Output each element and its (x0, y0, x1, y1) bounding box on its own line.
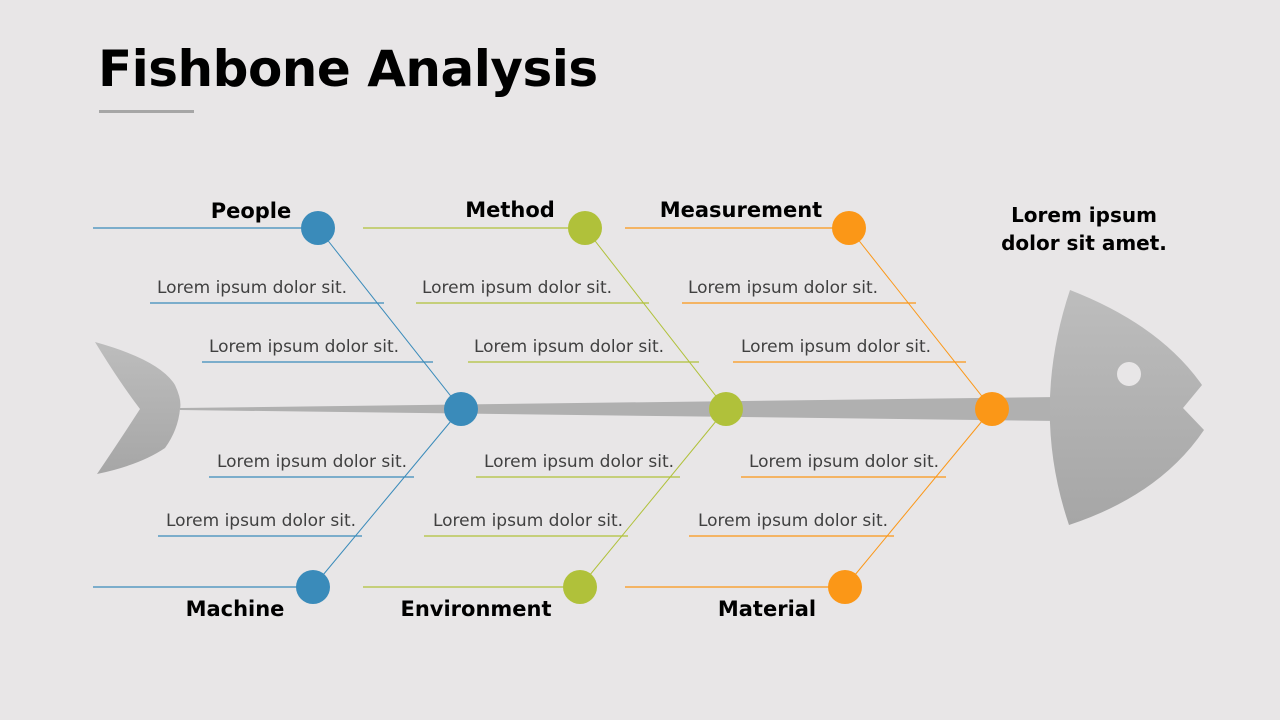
measurement-label: Measurement (660, 198, 822, 222)
environment-label: Environment (400, 597, 551, 621)
measurement-item-1: Lorem ipsum dolor sit. (688, 278, 878, 298)
measurement-node[interactable] (832, 211, 866, 245)
method-node[interactable] (568, 211, 602, 245)
fish-head (1049, 290, 1204, 525)
material-item-1: Lorem ipsum dolor sit. (749, 452, 939, 472)
fish-tail (95, 342, 181, 474)
category-method: Method Lorem ipsum dolor sit. Lorem ipsu… (363, 198, 727, 410)
environment-item-2: Lorem ipsum dolor sit. (433, 511, 623, 531)
material-label: Material (718, 597, 816, 621)
people-item-1: Lorem ipsum dolor sit. (157, 278, 347, 298)
fish-spine (180, 397, 1060, 421)
material-node[interactable] (828, 570, 862, 604)
method-item-1: Lorem ipsum dolor sit. (422, 278, 612, 298)
category-measurement: Measurement Lorem ipsum dolor sit. Lorem… (625, 198, 993, 410)
page-title: Fishbone Analysis (98, 40, 598, 98)
environment-item-1: Lorem ipsum dolor sit. (484, 452, 674, 472)
method-item-2: Lorem ipsum dolor sit. (474, 337, 664, 357)
category-machine: Machine Lorem ipsum dolor sit. Lorem ips… (93, 408, 462, 621)
effect-label-line-2: dolor sit amet. (1001, 231, 1167, 255)
machine-label: Machine (186, 597, 285, 621)
people-label: People (211, 199, 292, 223)
machine-item-2: Lorem ipsum dolor sit. (166, 511, 356, 531)
measurement-item-2: Lorem ipsum dolor sit. (741, 337, 931, 357)
machine-node[interactable] (296, 570, 330, 604)
spine-node-green[interactable] (709, 392, 743, 426)
category-material: Material Lorem ipsum dolor sit. Lorem ip… (625, 408, 993, 621)
title-underline (99, 110, 194, 113)
effect-label-line-1: Lorem ipsum (1011, 203, 1157, 227)
material-item-2: Lorem ipsum dolor sit. (698, 511, 888, 531)
environment-node[interactable] (563, 570, 597, 604)
machine-item-1: Lorem ipsum dolor sit. (217, 452, 407, 472)
spine-node-orange[interactable] (975, 392, 1009, 426)
people-node[interactable] (301, 211, 335, 245)
spine-node-blue[interactable] (444, 392, 478, 426)
category-environment: Environment Lorem ipsum dolor sit. Lorem… (363, 408, 727, 621)
category-people: People Lorem ipsum dolor sit. Lorem ipsu… (93, 199, 462, 410)
people-item-2: Lorem ipsum dolor sit. (209, 337, 399, 357)
fish-eye-icon (1117, 362, 1141, 386)
method-label: Method (465, 198, 555, 222)
